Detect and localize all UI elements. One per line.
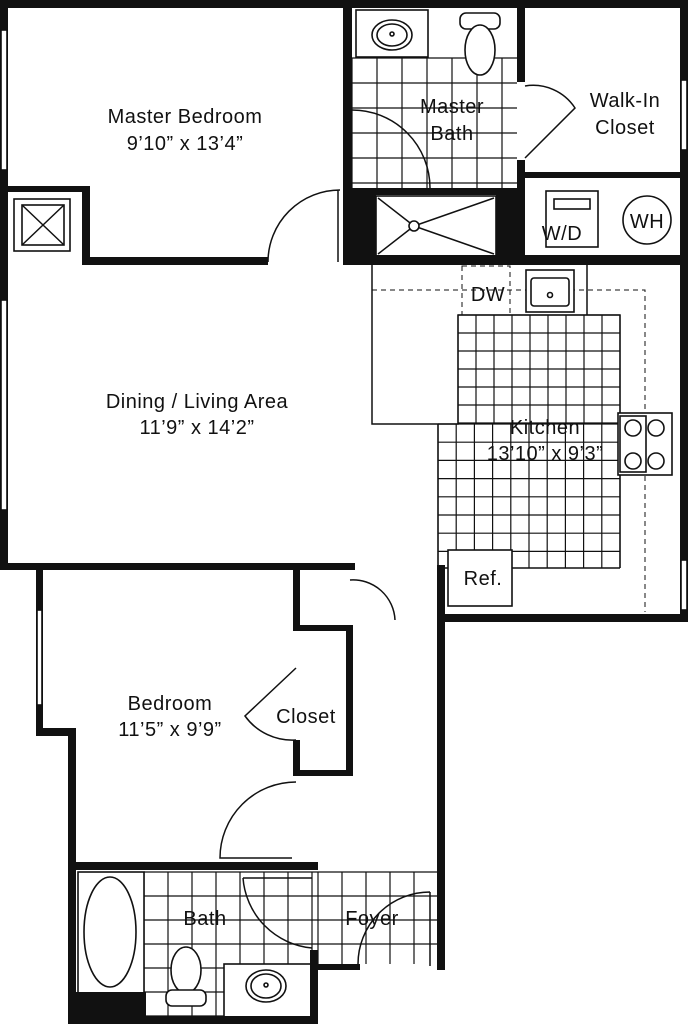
bath-sink-icon	[223, 963, 313, 1019]
hvac-closet-icon	[13, 198, 71, 252]
dining-living-size: 11’9” x 14’2”	[139, 417, 254, 439]
doors	[219, 84, 576, 966]
master-bath-sink-icon	[355, 9, 429, 58]
bedroom-closet-label: Closet	[276, 706, 336, 728]
walk-in-closet-label-2: Closet	[595, 117, 655, 139]
bathtub-icon	[76, 871, 146, 1020]
bedroom-label: Bedroom	[128, 693, 213, 715]
bath-label: Bath	[183, 908, 226, 930]
windows	[0, 29, 688, 706]
shower-icon	[375, 195, 497, 257]
washer-dryer-label: W/D	[542, 223, 582, 245]
refrigerator-label: Ref.	[464, 568, 503, 590]
refrigerator-icon	[447, 549, 513, 607]
master-bath-label-2: Bath	[430, 123, 473, 145]
foyer-label: Foyer	[345, 908, 399, 930]
walk-in-closet-label: Walk-In	[590, 90, 661, 112]
kitchen-size: 13’10” x 9’3”	[487, 443, 604, 465]
master-bedroom-label: Master Bedroom	[108, 106, 263, 128]
master-toilet-icon	[459, 12, 501, 76]
stove-icon	[617, 412, 673, 476]
dining-living-label: Dining / Living Area	[106, 391, 289, 413]
tile-grid	[317, 871, 437, 964]
bath-toilet-icon	[165, 946, 207, 1007]
bedroom-size: 11’5” x 9’9”	[118, 719, 221, 741]
master-bath-label: Master	[420, 96, 484, 118]
dishwasher-label: DW	[471, 284, 505, 306]
washer-dryer-icon	[545, 190, 599, 248]
water-heater-icon	[622, 195, 672, 245]
kitchen-label: Kitchen	[510, 417, 580, 439]
kitchen-sink-icon	[525, 269, 575, 313]
floor-tiles	[143, 57, 621, 1017]
master-bedroom-size: 9’10” x 13’4”	[127, 133, 244, 155]
water-heater-label: WH	[630, 211, 664, 233]
